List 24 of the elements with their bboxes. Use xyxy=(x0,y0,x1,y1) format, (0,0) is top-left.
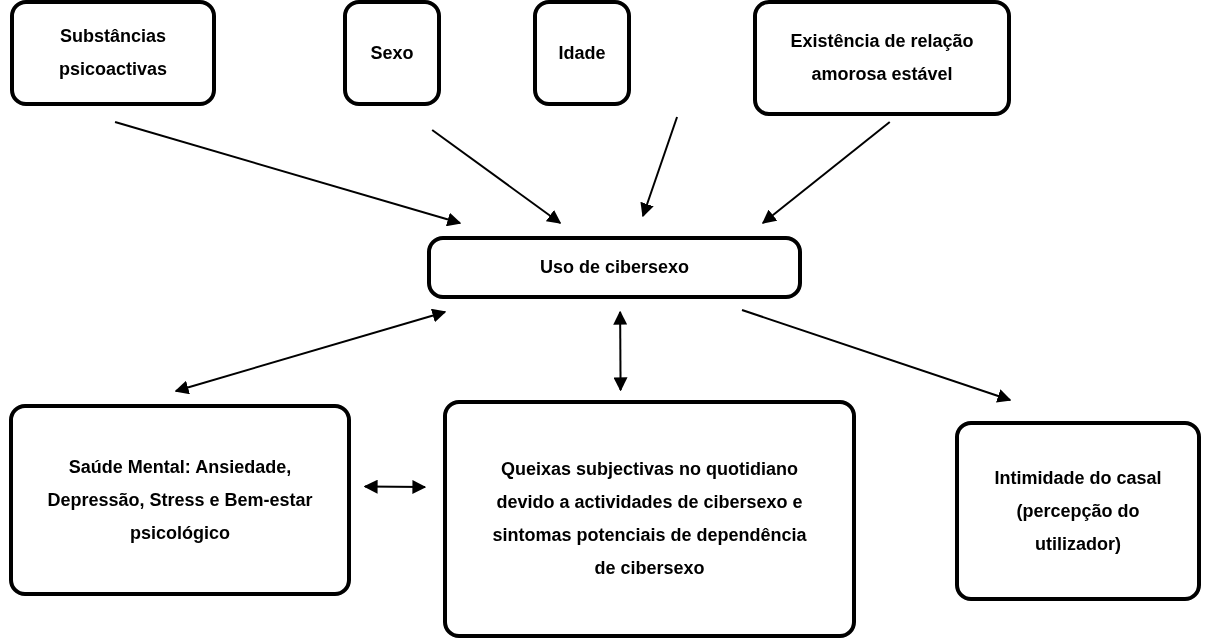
arrow xyxy=(174,308,447,395)
box-label: Uso de cibersexo xyxy=(539,256,690,279)
arrow xyxy=(761,121,891,224)
concept-box xyxy=(9,404,351,596)
concept-box xyxy=(427,236,802,299)
concept-box xyxy=(753,0,1011,116)
arrow xyxy=(640,116,679,218)
box-label: Substâncias psicoactivas xyxy=(57,25,169,81)
box-label: Queixas subjectivas no quotidiano devido a actividades de cibersexo e sintomas potenciais de dependência de cibersexo xyxy=(491,458,808,580)
box-label: Existência de relação amorosa estável xyxy=(789,30,975,86)
concept-box xyxy=(443,400,856,638)
box-label: Saúde Mental: Ansiedade, Depressão, Stress e Bem-estar psicológico xyxy=(46,455,314,545)
arrow xyxy=(114,121,462,227)
box-label: Sexo xyxy=(370,41,414,65)
box-label: Intimidade do casal (percepção do utilizador) xyxy=(993,466,1163,556)
concept-box xyxy=(955,421,1201,601)
concept-box xyxy=(10,0,216,106)
arrow xyxy=(741,309,1012,403)
arrow xyxy=(431,129,562,224)
concept-box xyxy=(343,0,441,106)
concept-box xyxy=(533,0,631,106)
arrow xyxy=(363,479,427,494)
box-label: Idade xyxy=(558,41,606,65)
arrow xyxy=(613,310,628,392)
